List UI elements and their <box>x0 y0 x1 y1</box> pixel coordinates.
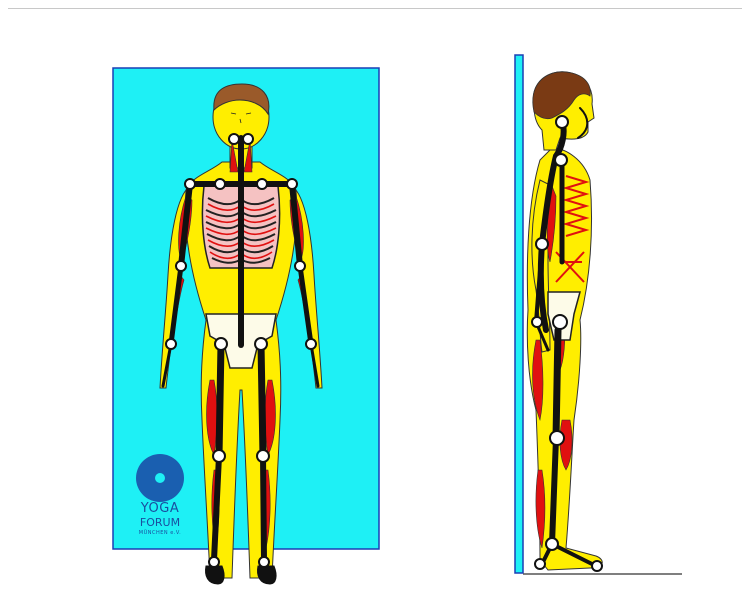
side-joint-ankle <box>546 538 558 550</box>
yoga-forum-logo-icon <box>136 454 184 502</box>
front-joint-wrist-left <box>166 339 176 349</box>
side-joint-elbow <box>536 238 548 250</box>
side-joint-shoulder <box>555 154 567 166</box>
side-view-figure <box>515 55 682 574</box>
side-joint-toe <box>592 561 602 571</box>
front-joint-knee-right <box>257 450 269 462</box>
side-joint-hip <box>553 315 567 329</box>
side-joint-neck <box>556 116 568 128</box>
front-joint-elbow-left <box>176 261 186 271</box>
front-joint-knee-left <box>213 450 225 462</box>
front-joint-hip-left <box>215 338 227 350</box>
front-joint-shoulder-left <box>185 179 195 189</box>
side-wall-bar <box>515 55 523 573</box>
logo-text-forum: FORUM <box>118 517 202 528</box>
front-joint-clavicle-right <box>257 179 267 189</box>
front-joint-hip-right <box>255 338 267 350</box>
front-joint-clavicle-left <box>215 179 225 189</box>
front-joint-wrist-right <box>306 339 316 349</box>
side-joint-knee <box>550 431 564 445</box>
logo-text-yoga: YOGA <box>118 502 202 515</box>
logo-text-muenchen: MÜNCHEN e.V. <box>118 531 202 536</box>
front-joint-ankle-right <box>259 557 269 567</box>
front-joint-elbow-right <box>295 261 305 271</box>
front-joint-ankle-left <box>209 557 219 567</box>
side-joint-heel <box>535 559 545 569</box>
side-joint-wrist <box>532 317 542 327</box>
front-joint-shoulder-right <box>287 179 297 189</box>
front-joint-jaw-left <box>229 134 239 144</box>
front-feet <box>206 566 277 584</box>
front-joint-jaw-right <box>243 134 253 144</box>
